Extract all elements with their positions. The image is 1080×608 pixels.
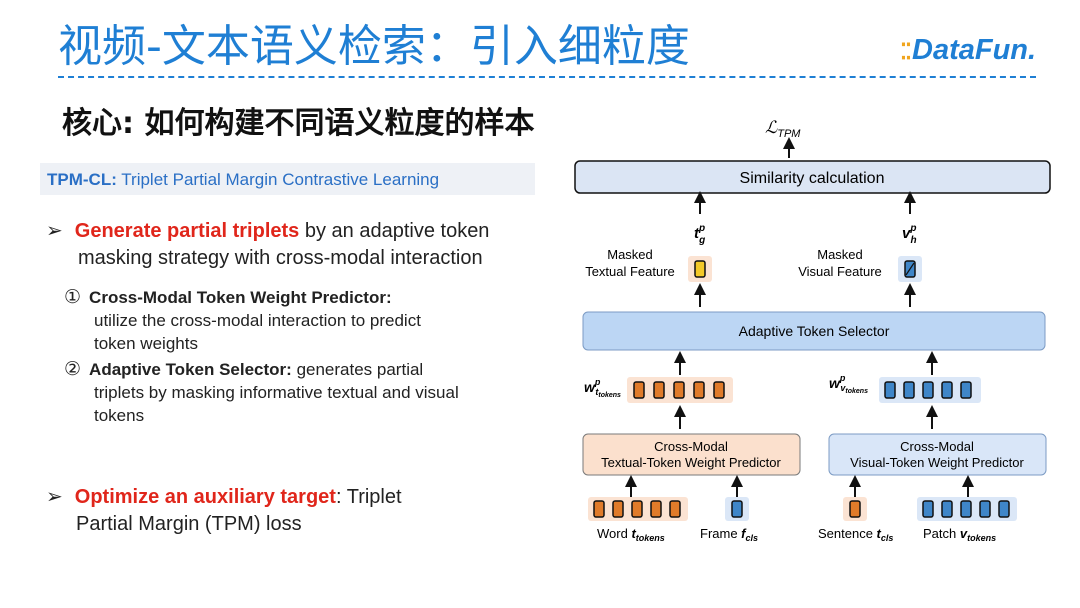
masked-vis-slash — [905, 262, 915, 276]
title-divider — [58, 76, 1036, 78]
sentence-label: Sentence tcls — [818, 526, 893, 543]
textual-weight-token — [693, 381, 705, 399]
sub2-title: Adaptive Token Selector: — [89, 360, 292, 379]
logo-text: DataFun. — [912, 34, 1037, 66]
masked-vis-label-1: Masked — [817, 247, 863, 262]
textual-predictor-box — [582, 433, 801, 476]
visual-predictor-label-1: Cross-Modal — [900, 439, 974, 454]
word-token — [593, 500, 605, 518]
sub2-number: ② — [64, 359, 82, 380]
page-title: 视频-文本语义检索：引入细粒度 — [58, 21, 690, 72]
word-token — [669, 500, 681, 518]
tpm-loss-label: ℒTPM — [765, 118, 801, 140]
datafun-logo: ⁚⁚DataFun. — [900, 34, 1036, 67]
visual-weight-token — [960, 381, 972, 399]
visual-weight-token — [941, 381, 953, 399]
visual-predictor-box — [828, 433, 1047, 476]
sub2-line2: triplets by masking informative textual … — [94, 383, 459, 402]
bullet-auxiliary-target: ➢ Optimize an auxiliary target: Triplet P… — [46, 484, 526, 538]
bullet1-highlight: Generate partial triplets — [74, 220, 300, 242]
textual-predictor-label-1: Cross-Modal — [654, 439, 728, 454]
visual-predictor-label-2: Visual-Token Weight Predictor — [850, 455, 1024, 470]
arrow-bullet-icon: ➢ — [46, 220, 63, 242]
tpm-full: Triplet Partial Margin Contrastive Learn… — [116, 170, 440, 189]
sentence-token — [849, 500, 861, 518]
word-token — [650, 500, 662, 518]
textual-weight-token — [653, 381, 665, 399]
similarity-label: Similarity calculation — [740, 170, 885, 187]
sub-item-token-selector: ② Adaptive Token Selector: generates part… — [64, 358, 544, 427]
word-token — [631, 500, 643, 518]
slide-subtitle: 核心: 如何构建不同语义粒度的样本 — [62, 106, 535, 141]
visual-weight-token — [922, 381, 934, 399]
similarity-box — [574, 160, 1051, 194]
visual-weight-token — [884, 381, 896, 399]
wv-tokens — [884, 381, 972, 399]
sub-item-weight-predictor: ① Cross-Modal Token Weight Predictor: uti… — [64, 286, 534, 355]
textual-weight-token — [633, 381, 645, 399]
bullet1-rest: by an adaptive token — [299, 220, 490, 242]
sub1-line3: token weights — [94, 334, 198, 353]
logo-dots-icon: ⁚⁚ — [900, 39, 912, 64]
wt-tokens — [633, 381, 725, 399]
patch-token — [960, 500, 972, 518]
patch-token — [941, 500, 953, 518]
frame-token — [731, 500, 743, 518]
bullet1-line2: masking strategy with cross-modal intera… — [78, 247, 483, 269]
textual-weight-token — [713, 381, 725, 399]
adaptive-selector-box — [582, 311, 1046, 351]
patch-tokens — [922, 500, 1010, 518]
bullet-partial-triplets: ➢ Generate partial triplets by an adaptiv… — [46, 218, 546, 272]
patch-token — [998, 500, 1010, 518]
sub1-line2: utilize the cross-modal interaction to p… — [94, 311, 421, 330]
sub1-number: ① — [64, 287, 82, 308]
sub2-rest: generates partial — [291, 360, 424, 379]
patch-token — [979, 500, 991, 518]
adaptive-selector-label: Adaptive Token Selector — [739, 323, 890, 339]
sub1-title: Cross-Modal Token Weight Predictor: — [89, 288, 392, 307]
bullet2-line2: Partial Margin (TPM) loss — [76, 513, 302, 535]
tpm-banner — [40, 163, 535, 195]
tpm-banner-text: TPM-CL: Triplet Partial Margin Contrasti… — [47, 170, 439, 190]
bullet2-highlight: Optimize an auxiliary target — [74, 486, 336, 508]
patch-label: Patch vtokens — [923, 526, 996, 543]
sub2-line3: tokens — [94, 406, 145, 425]
textual-predictor-label-2: Textual-Token Weight Predictor — [601, 455, 781, 470]
masked-text-token — [694, 260, 706, 278]
frame-label: Frame fcls — [700, 526, 758, 543]
visual-weight-token — [903, 381, 915, 399]
masked-vis-label-2: Visual Feature — [798, 264, 882, 279]
word-tokens — [593, 500, 681, 518]
word-token — [612, 500, 624, 518]
masked-text-label-2: Textual Feature — [585, 264, 675, 279]
bullet2-rest: : Triplet — [335, 486, 402, 508]
patch-token — [922, 500, 934, 518]
masked-text-label-1: Masked — [607, 247, 653, 262]
arrow-bullet-icon: ➢ — [46, 486, 63, 508]
word-label: Word ttokens — [597, 526, 665, 543]
tpm-abbr: TPM-CL: — [47, 170, 117, 189]
textual-weight-token — [673, 381, 685, 399]
